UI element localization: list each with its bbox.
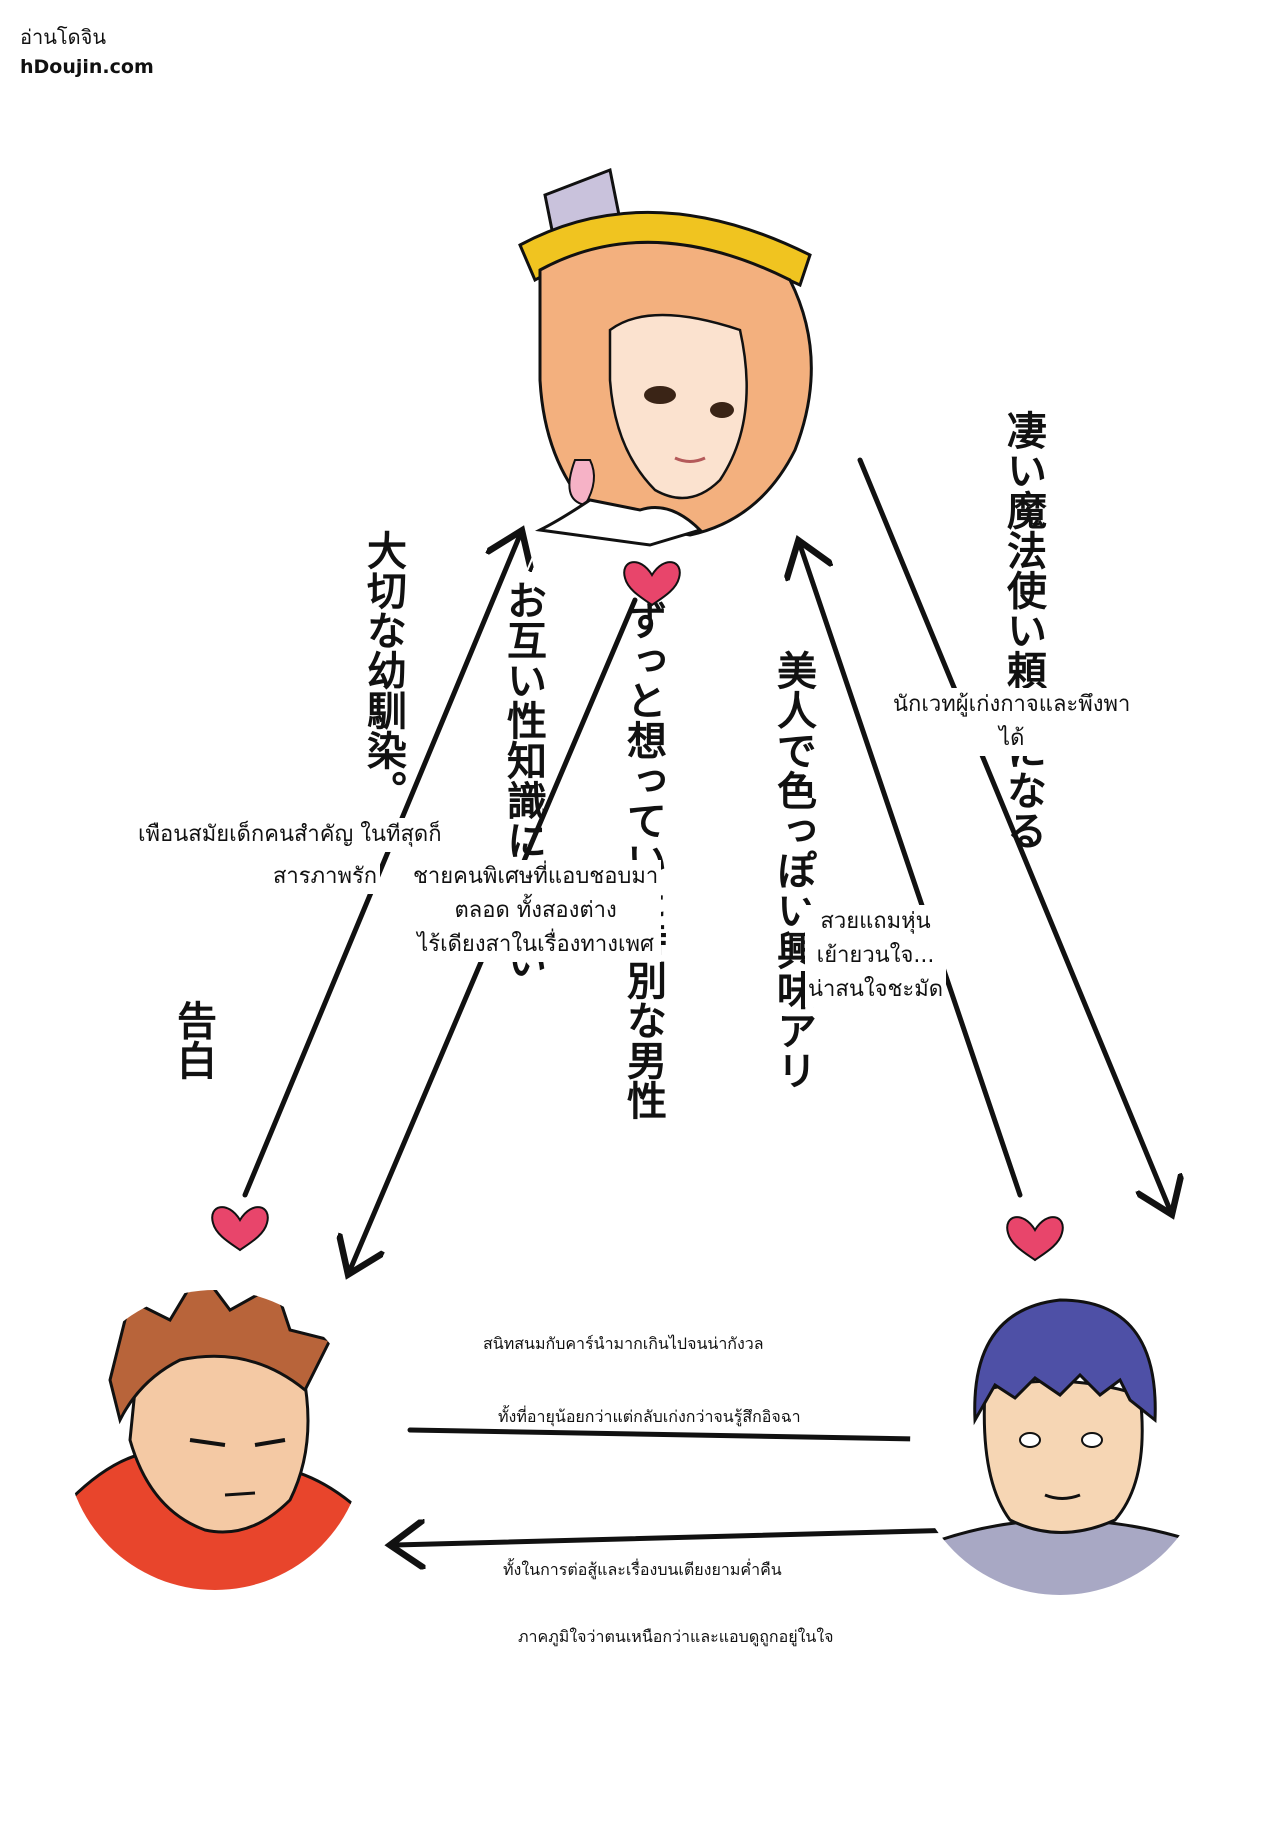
girl-eye-right [710,402,734,418]
heart-icon-top [623,561,681,607]
jp-label-left-lower: 告白 [170,1000,216,1080]
arrow-down-right [857,457,1170,1210]
arrows-bottom [395,1430,975,1545]
translation-bottom-2: ทั้งที่อายุน้อยกว่าแต่กลับเก่งกว่าจนรู้ส… [495,1405,804,1429]
translation-left-2: สารภาพรัก [270,860,381,894]
hearts [211,561,1064,1262]
arrow-up-right [800,545,1023,1198]
watermark-site: hDoujin.com [20,56,154,78]
jp-label-right-inner: 美人で色っぽい興味アリ [770,650,816,1090]
girl-eye-left [644,386,676,404]
jp-label-right-outer: 凄い魔法使い頼りになる [1000,410,1046,850]
girl-outfit [534,498,703,547]
translation-left: เพือนสมัยเด็กคนสำคัญ ในทีสุดก็ [135,818,445,852]
boy-face-right [982,1379,1144,1534]
translation-right-mid: สวยแถมหุ่น เย้ายวนใจ... น่าสนใจชะมัด [805,905,947,1007]
arrow-to-left-boy [395,1530,963,1545]
blue-hair-boy-portrait [910,1295,1210,1595]
brown-hair [108,1290,333,1425]
girl-face [608,313,748,500]
translation-bottom-4: ภาคภูมิใจว่าตนเหนือกว่าและแอบดูถูกอยู่ใน… [515,1625,837,1649]
watermark: อ่านโดจิน hDoujin.com [20,22,154,82]
nurse-girl-portrait [518,167,813,547]
watermark-title: อ่านโดจิน [20,25,107,49]
brown-hair-boy-portrait [65,1290,365,1590]
blue-hair [973,1298,1157,1426]
arrows-right [800,457,1170,1210]
arrow-up-left [242,535,520,1198]
girl-mouth [674,456,706,463]
translation-right-top: นักเวทผู้เก่งกาจและพึงพา ได้ [890,688,1134,756]
translation-bottom-1: สนิทสนมกับคาร์นำมากเกินไปจนน่ากังวล [480,1332,767,1356]
heart-icon-right [1006,1216,1064,1262]
heart-icon-left [211,1206,269,1252]
translation-bottom-3: ทั้งในการต่อสู้และเรื่องบนเตียงยามค่ำคืน [500,1558,785,1582]
arrow-to-right-boy [407,1430,975,1440]
jp-label-left-outer: 大切な幼馴染。 [360,530,406,810]
translation-center: ชายคนพิเศษที่แอบชอบมา ตลอด ทั้งสองต่าง ไ… [410,860,662,962]
